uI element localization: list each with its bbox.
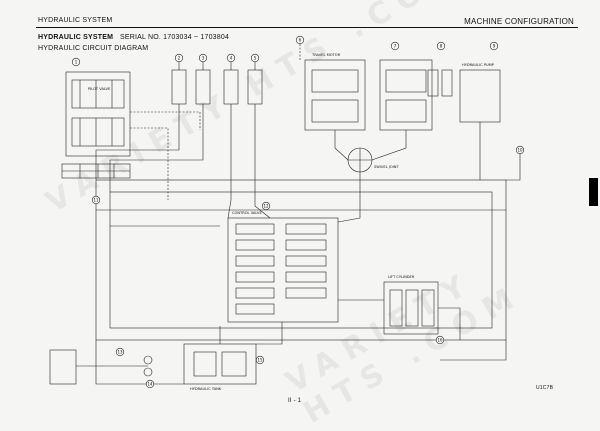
control-valve-stack	[227, 217, 339, 323]
page-number: II - 1	[288, 398, 302, 404]
callout-1: 1	[75, 60, 78, 65]
callout-5: 5	[254, 56, 257, 61]
callout-15: 15	[257, 358, 263, 363]
label-hydraulic-pump: HYDRAULIC PUMP	[462, 63, 495, 67]
callout-10: 10	[517, 148, 523, 153]
label-travel-motor: TRAVEL MOTOR	[311, 53, 341, 57]
diagram-subtitle: HYDRAULIC CIRCUIT DIAGRAM	[38, 45, 149, 52]
cylinder-group-left	[171, 54, 263, 105]
label-pilot-valve: PILOT VALVE	[88, 87, 111, 91]
callout-markers	[71, 35, 525, 389]
page-title: HYDRAULIC SYSTEM	[38, 34, 114, 41]
hydraulic-tank	[183, 343, 257, 385]
callout-13: 13	[117, 350, 123, 355]
callout-12: 12	[263, 204, 269, 209]
section-left-title: HYDRAULIC SYSTEM	[38, 17, 113, 24]
callout-16: 16	[437, 338, 443, 343]
label-lift-cylinder: LIFT CYLINDER	[388, 275, 415, 279]
travel-motor-left	[304, 59, 366, 131]
callout-7: 7	[394, 44, 397, 49]
callout-9: 9	[493, 44, 496, 49]
callout-3: 3	[202, 56, 205, 61]
callout-2: 2	[178, 56, 181, 61]
callout-8: 8	[440, 44, 443, 49]
label-hydraulic-tank: HYDRAULIC TANK	[190, 387, 222, 391]
header-rule	[36, 27, 578, 28]
hydraulic-pump-block	[459, 69, 501, 123]
callout-4: 4	[230, 56, 233, 61]
callout-14: 14	[147, 382, 153, 387]
callout-11: 11	[93, 198, 99, 203]
serial-range: SERIAL NO. 1703034 ~ 1703804	[120, 34, 230, 41]
label-swivel-joint: SWIVEL JOINT	[374, 165, 399, 169]
pilot-valve-block	[65, 71, 131, 157]
label-control-valve: CONTROL VALVE	[232, 211, 262, 215]
section-tab-marker	[589, 178, 598, 206]
section-right-title: MACHINE CONFIGURATION	[464, 17, 574, 26]
figure-code: U1C7B	[536, 385, 554, 391]
callout-6: 6	[299, 38, 302, 43]
travel-motor-right	[379, 59, 433, 131]
